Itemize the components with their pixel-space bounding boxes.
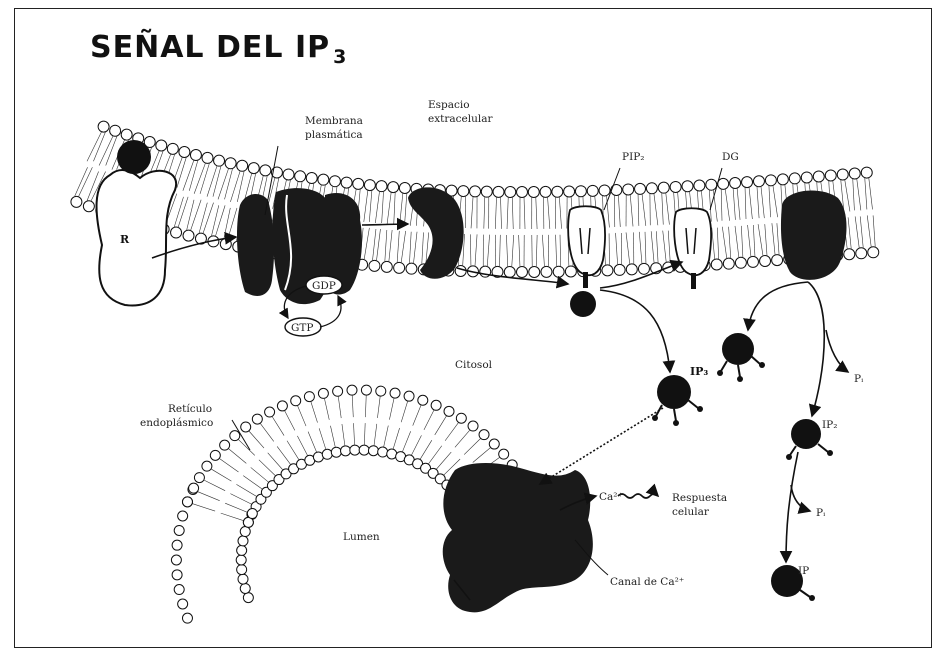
label-dg: DG: [722, 151, 739, 163]
label-membrane-1: Membrana: [305, 115, 363, 127]
pip2-lipid: [568, 206, 605, 317]
label-ip2: IP₂: [822, 419, 837, 431]
label-membrane-2: plasmática: [305, 129, 363, 141]
g-protein: [237, 188, 362, 304]
receptor-shape: [97, 170, 177, 305]
label-lumen: Lumen: [343, 531, 380, 543]
label-er-2: endoplásmico: [140, 417, 213, 429]
ca-channel: [443, 463, 593, 612]
label-channel: Canal de Ca²⁺: [610, 576, 684, 588]
label-gtp: GTP: [291, 322, 313, 334]
label-pi-2: Pᵢ: [816, 507, 825, 519]
plasma-membrane: [71, 121, 879, 277]
label-pi-1: Pᵢ: [854, 373, 863, 385]
label-ip: IP: [798, 565, 809, 577]
dg-lipid: [674, 208, 711, 289]
ligand: [117, 140, 151, 174]
label-response-2: celular: [672, 506, 710, 518]
phosphatase-enzyme: [781, 191, 847, 280]
label-extracellular-1: Espacio: [428, 99, 470, 111]
phospholipase-c: [408, 187, 464, 278]
label-ip3: IP₃: [690, 365, 708, 378]
ip3-molecule: [652, 375, 703, 426]
label-cytosol: Citosol: [455, 359, 493, 371]
ip3-branch-molecule: [717, 333, 765, 382]
label-receptor: R: [120, 233, 130, 246]
label-er-1: Retículo: [168, 403, 212, 415]
label-gdp: GDP: [312, 280, 336, 292]
label-response-1: Respuesta: [672, 492, 727, 504]
label-ca: Ca²⁺: [599, 491, 623, 503]
label-extracellular-2: extracelular: [428, 113, 493, 125]
label-pip2: PIP₂: [622, 151, 645, 163]
